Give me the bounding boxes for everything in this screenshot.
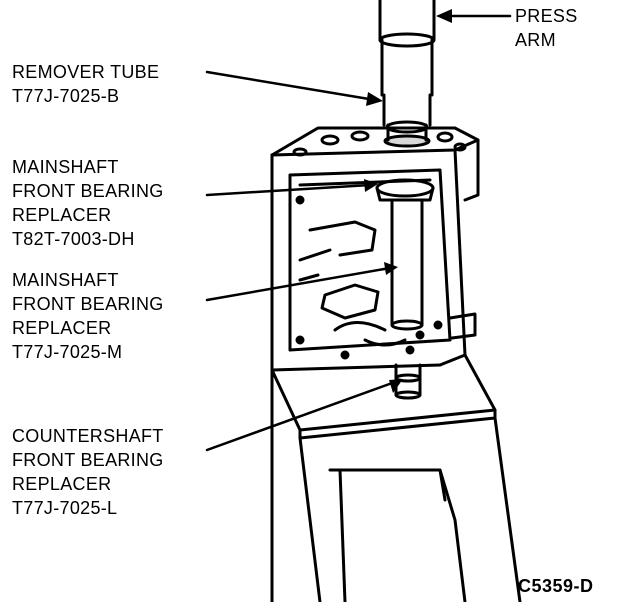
callout-line: FRONT BEARING (12, 450, 164, 470)
callout-remover-tube: REMOVER TUBE T77J-7025-B (12, 60, 159, 108)
press-arm-cylinder (378, 0, 436, 97)
callout-press-arm: PRESS ARM (515, 4, 578, 52)
callout-line: T77J-7025-L (12, 498, 118, 518)
mainshaft-replacer-dh-part (375, 178, 435, 202)
remover-tube-part (382, 93, 432, 148)
leader-arrowheads (364, 9, 452, 393)
callout-line: ARM (515, 30, 556, 50)
callout-line: T77J-7025-B (12, 86, 120, 106)
press-stand (270, 368, 522, 602)
press-bed-plate (270, 353, 497, 440)
callout-mainshaft-replacer-dh: MAINSHAFT FRONT BEARING REPLACER T82T-70… (12, 155, 164, 251)
callout-line: FRONT BEARING (12, 294, 164, 314)
callout-mainshaft-replacer-m: MAINSHAFT FRONT BEARING REPLACER T77J-70… (12, 268, 164, 364)
callout-line: COUNTERSHAFT (12, 426, 164, 446)
callout-line: REPLACER (12, 474, 112, 494)
callout-line: PRESS (515, 6, 578, 26)
callout-line: FRONT BEARING (12, 181, 164, 201)
side-lever (448, 312, 477, 340)
mainshaft-part (390, 198, 424, 331)
callout-line: MAINSHAFT (12, 157, 119, 177)
figure-code: C5359-D (518, 576, 594, 596)
callout-line: T82T-7003-DH (12, 229, 135, 249)
leader-lines (205, 14, 512, 452)
callout-line: T77J-7025-M (12, 342, 123, 362)
callout-line: REMOVER TUBE (12, 62, 160, 82)
internal-gearing (298, 220, 407, 347)
callout-line: REPLACER (12, 318, 112, 338)
callout-line: REPLACER (12, 205, 112, 225)
callout-line: MAINSHAFT (12, 270, 119, 290)
case-top-plate (270, 126, 480, 372)
callout-countershaft-replacer-l: COUNTERSHAFT FRONT BEARING REPLACER T77J… (12, 424, 164, 520)
